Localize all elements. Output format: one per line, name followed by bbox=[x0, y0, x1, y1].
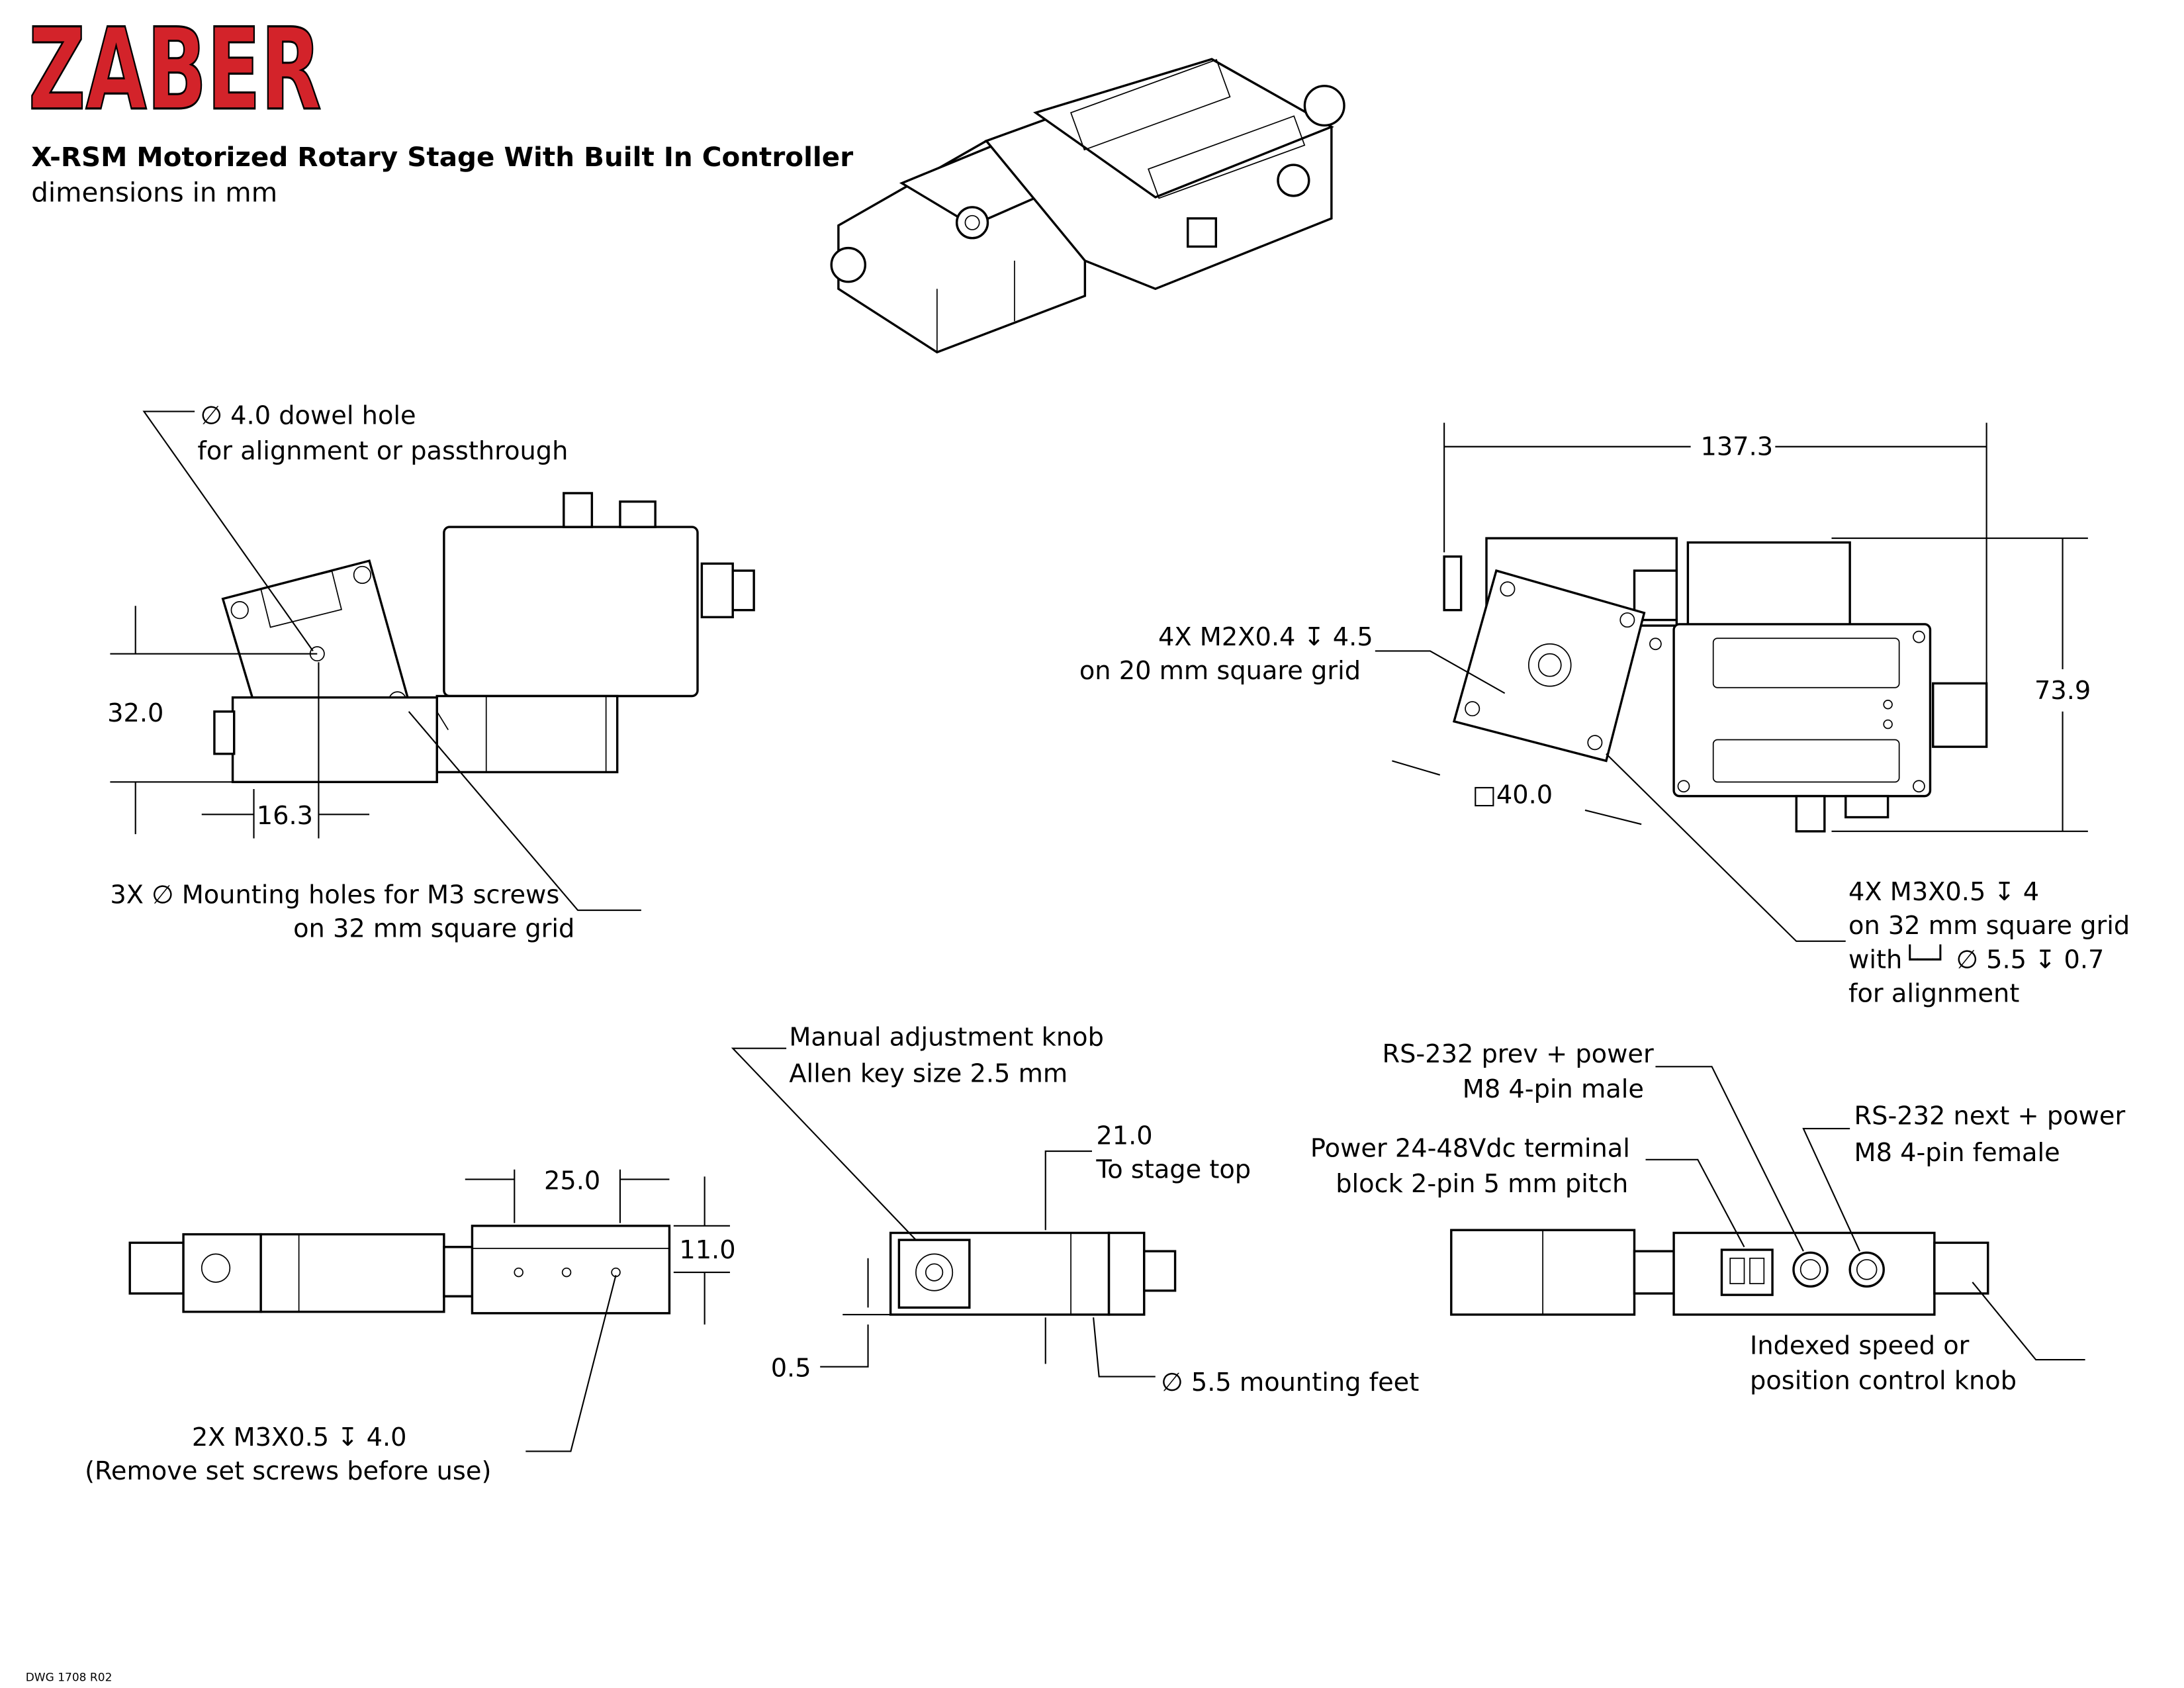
dowel-hole-label: ∅ 4.0 dowel hole bbox=[201, 401, 416, 431]
drawing-title: X-RSM Motorized Rotary Stage With Built … bbox=[31, 141, 853, 173]
m3-holes-label: 4X M3X0.5 ↧ 4 bbox=[1848, 877, 2039, 907]
bottom-middle-view: Manual adjustment knob Allen key size 2.… bbox=[731, 1022, 1419, 1397]
dim-offset-16-3: 16.3 bbox=[257, 801, 313, 831]
drawing-number: DWG 1708 R02 bbox=[26, 1671, 113, 1684]
manual-knob-label-2: Allen key size 2.5 mm bbox=[789, 1059, 1068, 1089]
dim-height-11: 11.0 bbox=[679, 1235, 735, 1265]
dim-width-25: 25.0 bbox=[544, 1166, 600, 1196]
dim-square-40: □40.0 bbox=[1473, 780, 1553, 810]
mounting-holes-label-2: on 32 mm square grid bbox=[293, 914, 574, 943]
mounting-feet-label: ∅ 5.5 mounting feet bbox=[1161, 1368, 1419, 1397]
manual-knob-label: Manual adjustment knob bbox=[789, 1022, 1104, 1052]
control-knob-label: Indexed speed or bbox=[1750, 1331, 1970, 1361]
dim-height-73-9: 73.9 bbox=[2034, 676, 2091, 706]
m2-holes-label-2: on 20 mm square grid bbox=[1079, 656, 1361, 686]
rs232-prev-label: RS-232 prev + power bbox=[1382, 1039, 1654, 1069]
dowel-hole-label-2: for alignment or passthrough bbox=[197, 436, 568, 466]
bottom-right-view: RS-232 prev + power M8 4-pin male Power … bbox=[1310, 1039, 2126, 1396]
control-knob-label-2: position control knob bbox=[1750, 1366, 2017, 1396]
dim-height-32: 32.0 bbox=[107, 698, 163, 728]
top-right-view: 137.3 73.9 □40.0 4X M2X0.4 ↧ 4.5 on 20 m… bbox=[1079, 422, 2130, 1008]
zaber-logo: ZABER bbox=[28, 5, 322, 136]
power-terminal-label-2: block 2-pin 5 mm pitch bbox=[1336, 1169, 1628, 1199]
dim-length-137-3: 137.3 bbox=[1701, 432, 1774, 462]
m2-holes-label: 4X M2X0.4 ↧ 4.5 bbox=[1158, 622, 1373, 652]
dim-foot-0-5: 0.5 bbox=[771, 1354, 811, 1383]
m3-holes-label-3: with└─┘ ∅ 5.5 ↧ 0.7 bbox=[1848, 943, 2104, 974]
stage-top-label: To stage top bbox=[1095, 1154, 1251, 1184]
power-terminal-label: Power 24-48Vdc terminal bbox=[1310, 1134, 1630, 1164]
m3-holes-label-4: for alignment bbox=[1848, 978, 2019, 1008]
rs232-prev-label-2: M8 4-pin male bbox=[1463, 1074, 1644, 1104]
set-screws-label-2: (Remove set screws before use) bbox=[85, 1456, 491, 1486]
header: ZABER X-RSM Motorized Rotary Stage With … bbox=[27, 3, 853, 208]
left-side-view: 32.0 16.3 ∅ 4.0 dowel hole for alignment… bbox=[107, 401, 755, 943]
mounting-holes-label: 3X ∅ Mounting holes for M3 screws bbox=[110, 880, 559, 910]
m3-holes-label-2: on 32 mm square grid bbox=[1848, 911, 2130, 941]
set-screws-label: 2X M3X0.5 ↧ 4.0 bbox=[192, 1423, 407, 1452]
dim-stage-top-21: 21.0 bbox=[1096, 1121, 1152, 1150]
rs232-next-label-2: M8 4-pin female bbox=[1854, 1138, 2060, 1168]
isometric-view bbox=[830, 58, 1345, 354]
drawing-subtitle: dimensions in mm bbox=[31, 176, 277, 208]
bottom-left-view: 25.0 11.0 2X M3X0.5 ↧ 4.0 (Remove set sc… bbox=[85, 1166, 736, 1485]
rs232-next-label: RS-232 next + power bbox=[1854, 1102, 2126, 1131]
